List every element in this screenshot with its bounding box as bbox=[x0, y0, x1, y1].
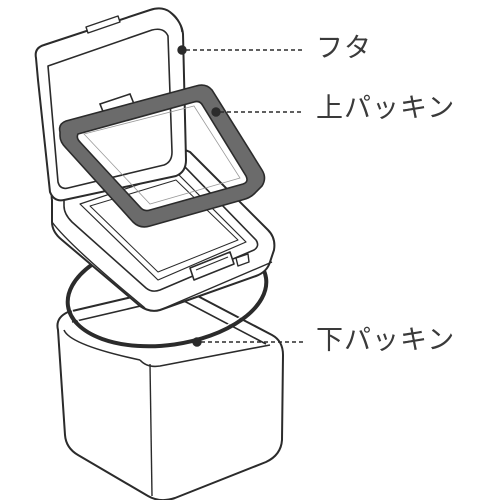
leader-dot-upper-gasket bbox=[211, 107, 221, 117]
upper-gasket bbox=[58, 84, 266, 228]
container-base bbox=[56, 287, 284, 500]
label-upper-gasket: 上パッキン bbox=[316, 93, 456, 124]
label-lid: フタ bbox=[316, 33, 372, 64]
leader-dot-lid bbox=[177, 45, 187, 55]
leader-lines bbox=[177, 45, 304, 347]
leader-dot-lower-gasket bbox=[192, 337, 202, 347]
label-lower-gasket: 下パッキン bbox=[316, 325, 456, 356]
